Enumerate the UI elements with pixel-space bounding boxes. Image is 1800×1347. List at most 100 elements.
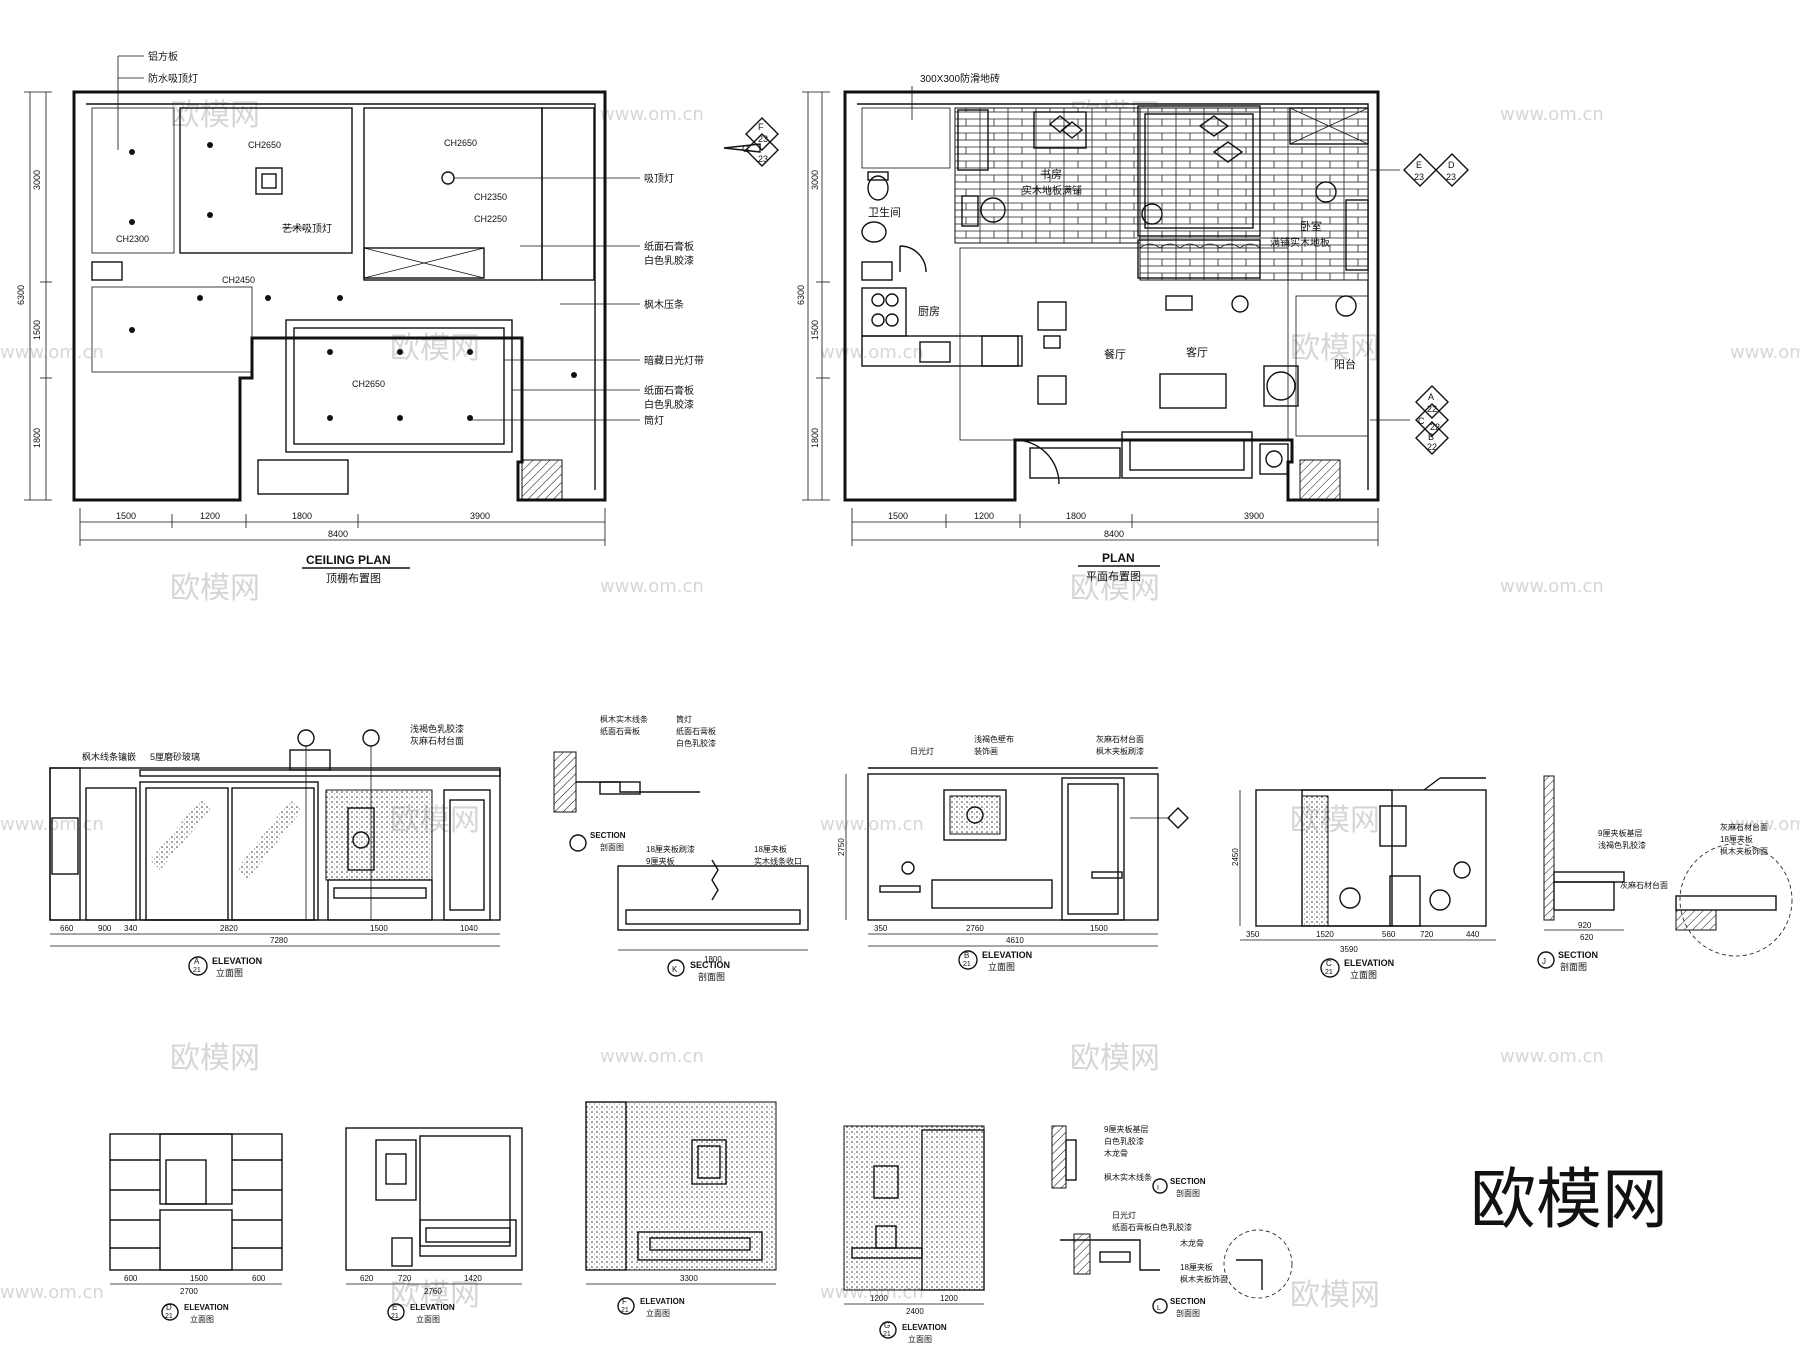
elevation-tag: A bbox=[194, 957, 200, 966]
callout-waterproof-light: 防水吸顶灯 bbox=[148, 72, 198, 85]
callout-art-light: 艺术吸顶灯 bbox=[282, 223, 332, 235]
callout: 枫木实木线条 bbox=[600, 714, 648, 724]
watermark-site: www.om.cn bbox=[1730, 342, 1800, 363]
title-cn: 立面图 bbox=[988, 961, 1015, 972]
title-en: SECTION bbox=[1170, 1177, 1206, 1186]
drawing-title-cn: 平面布置图 bbox=[1086, 570, 1141, 583]
floor-plan: 300X300防滑地砖 卫生间 书房 实木地板满铺 卧室 满铺实木地板 bbox=[723, 72, 1469, 583]
room-study: 书房 bbox=[1040, 168, 1062, 181]
room-study-floor: 实木地板满铺 bbox=[1022, 184, 1082, 197]
dim-left: 1800 bbox=[32, 428, 42, 448]
ch-label: CH2650 bbox=[248, 140, 281, 150]
callout: 浅褐色壁布 bbox=[974, 734, 1014, 744]
dim-bottom: 1800 bbox=[1066, 511, 1086, 521]
dim: 1200 bbox=[940, 1294, 958, 1303]
ceiling-outline bbox=[72, 90, 607, 502]
dim-left: 1800 bbox=[810, 428, 820, 448]
title-cn: 立面图 bbox=[190, 1314, 214, 1324]
sheet-num: 21 bbox=[165, 1313, 173, 1320]
marker-num: 23 bbox=[1414, 172, 1424, 182]
callout: 木龙骨 bbox=[1180, 1238, 1204, 1248]
dim-total: 2400 bbox=[906, 1307, 924, 1316]
sheet-num: 21 bbox=[193, 967, 201, 974]
title-en: ELEVATION bbox=[1344, 958, 1394, 968]
dim-total: 3590 bbox=[1340, 945, 1358, 954]
ceiling-room-study bbox=[179, 107, 353, 254]
section-j: 9厘夹板基层 浅褐色乳胶漆 灰麻石材台面 920 620 J SECTION 剖… bbox=[1537, 775, 1793, 972]
section-k: 18厘夹板刷漆 9厘夹板 18厘夹板 实木线条收口 1800 K SECTION… bbox=[617, 844, 809, 982]
dim: 560 bbox=[1382, 930, 1396, 939]
dim-left: 3000 bbox=[810, 170, 820, 190]
room-bathroom: 卫生间 bbox=[868, 205, 901, 219]
title-en: ELEVATION bbox=[410, 1303, 455, 1312]
room-bedroom-floor: 满铺实木地板 bbox=[1270, 236, 1330, 249]
title-en: SECTION bbox=[690, 960, 730, 970]
elevation-g: 1200 1200 2400 G 21 ELEVATION 立面图 bbox=[843, 1125, 985, 1344]
title-cn: 立面图 bbox=[216, 967, 243, 978]
slatted-door bbox=[449, 799, 485, 911]
elevation-tag: F bbox=[622, 1297, 627, 1306]
watermark-site: www.om.cn bbox=[1500, 104, 1604, 125]
drawing-title-en: PLAN bbox=[1102, 551, 1135, 565]
sofa bbox=[931, 879, 1053, 909]
callout: 9厘夹板 bbox=[646, 856, 674, 866]
elevation-c: 2450 350 1520 560 720 440 3590 C 21 ELEV… bbox=[1231, 777, 1496, 980]
watermark-site: www.om.cn bbox=[1500, 576, 1604, 597]
dim: 340 bbox=[124, 924, 138, 933]
callout: 纸面石膏板 bbox=[600, 726, 640, 736]
dim: 1800 bbox=[704, 955, 722, 964]
sheet-num: 21 bbox=[391, 1313, 399, 1320]
callout: 18厘夹板 bbox=[754, 844, 787, 854]
sheet-num: 21 bbox=[883, 1331, 891, 1338]
title-en: ELEVATION bbox=[902, 1323, 947, 1332]
dim: 2750 bbox=[837, 838, 846, 856]
callout-white-paint: 白色乳胶漆 bbox=[644, 254, 694, 267]
dim: 600 bbox=[124, 1274, 138, 1283]
elevation-tag: E bbox=[392, 1303, 397, 1312]
callout: 枫木线条镶嵌 bbox=[82, 751, 136, 762]
title-cn: 剖面图 bbox=[1176, 1308, 1200, 1318]
callout: 18厘夹板 bbox=[1720, 834, 1753, 844]
dim-total: 8400 bbox=[1104, 529, 1124, 539]
callout: 18厘夹板 bbox=[1180, 1262, 1213, 1272]
callout-aluminum-panel: 铝方板 bbox=[148, 50, 178, 63]
callout-gypsum-board-2: 纸面石膏板 bbox=[644, 384, 694, 397]
callout: 灰麻石材台面 bbox=[1620, 880, 1668, 890]
watermark-brand: 欧模网 bbox=[170, 98, 260, 133]
elevation-e: 620 720 1420 2760 E 21 ELEVATION 立面图 bbox=[345, 1127, 523, 1324]
watermark-site: www.om.cn bbox=[600, 1046, 704, 1067]
title-en: ELEVATION bbox=[184, 1303, 229, 1312]
watermark-site: www.om.cn bbox=[600, 576, 704, 597]
dim-total: 2760 bbox=[424, 1287, 442, 1296]
dim: 920 bbox=[1578, 921, 1592, 930]
marker-num: 23 bbox=[758, 154, 768, 164]
callout: 枫木实木线条 bbox=[1104, 1172, 1152, 1182]
ceiling-room-bedroom bbox=[363, 107, 543, 281]
callout: 日光灯 bbox=[1112, 1210, 1136, 1220]
dim: 600 bbox=[252, 1274, 266, 1283]
dim: 1420 bbox=[464, 1274, 482, 1283]
title-cn: 剖面图 bbox=[1176, 1188, 1200, 1198]
watermark-brand: 欧模网 bbox=[170, 571, 260, 606]
room-living: 客厅 bbox=[1186, 345, 1208, 359]
callout-hidden-light-strip: 暗藏日光灯带 bbox=[644, 354, 704, 367]
marker-letter: E bbox=[1416, 160, 1422, 170]
ceiling-plan: CH2650 CH2650 CH2300 CH2350 CH2250 CH245… bbox=[16, 50, 704, 585]
bedroom-floor bbox=[1139, 107, 1369, 281]
callout: 木龙骨 bbox=[1104, 1148, 1128, 1158]
title-en: ELEVATION bbox=[982, 950, 1032, 960]
title-cn: 立面图 bbox=[646, 1308, 670, 1318]
callout: 9厘夹板基层 bbox=[1598, 828, 1642, 838]
callout: 灰麻石材台面 bbox=[1720, 822, 1768, 832]
dim: 1500 bbox=[370, 924, 388, 933]
watermark-site: www.om.cn bbox=[820, 342, 924, 363]
callout: 实木线条收口 bbox=[754, 856, 802, 866]
watermark-site: www.om.cn bbox=[1500, 1046, 1604, 1067]
room-balcony: 阳台 bbox=[1334, 357, 1356, 371]
elevation-a: 枫木线条镶嵌 5厘磨砂玻璃 浅褐色乳胶漆 灰麻石材台面 660 900 340 … bbox=[49, 723, 501, 978]
dim: 1500 bbox=[1090, 924, 1108, 933]
dim: 620 bbox=[360, 1274, 374, 1283]
section-marker-acb: A 22 C 22 B 22 bbox=[1370, 385, 1449, 455]
dim-left-total: 6300 bbox=[16, 285, 26, 305]
